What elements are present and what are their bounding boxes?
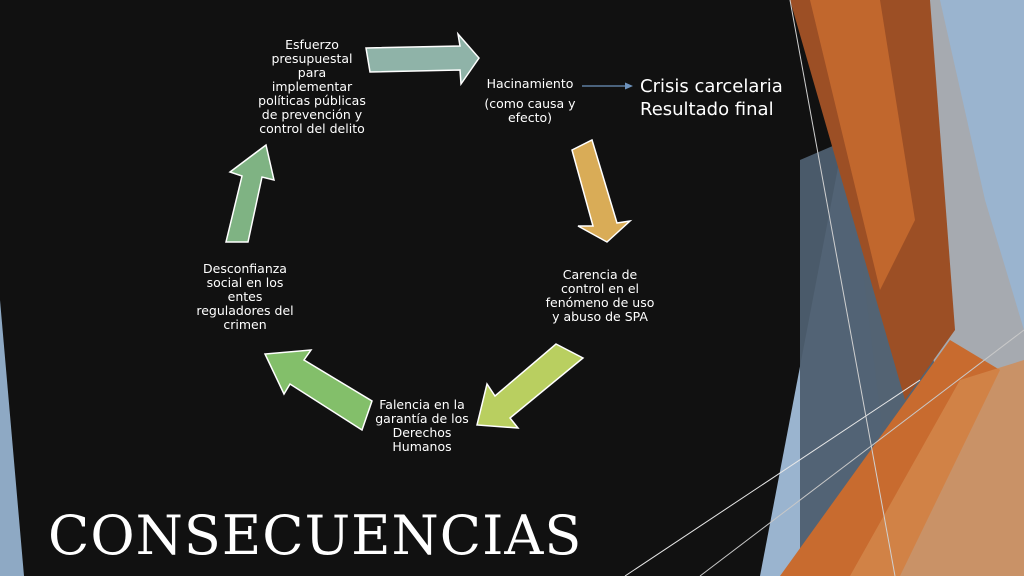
deco-line-2: [789, 0, 896, 576]
cycle-arrow-left: [225, 143, 276, 243]
node-carencia-de-control: Carencia de control en el fenómeno de us…: [545, 267, 655, 324]
deco-orange-mid: [810, 0, 915, 290]
result-connector-arrowhead: [625, 82, 633, 90]
node-falencia-derechos-humanos: Falencia en la garantía de los Derechos …: [375, 397, 469, 454]
deco-orange-bottom: [780, 340, 1000, 576]
deco-blue-left: [0, 300, 24, 576]
cycle-arrow-bottom-right: [476, 343, 585, 429]
slide-title: CONSECUENCIAS: [48, 504, 583, 567]
node-hacinamiento: Hacinamiento (como causa y efecto): [470, 63, 590, 139]
cycle-arrow-bottom-left: [263, 349, 373, 432]
cycle-arrow-top: [365, 31, 480, 87]
node-hacinamiento-title: Hacinamiento: [486, 76, 574, 91]
deco-line-1: [624, 379, 921, 576]
result-text: Crisis carcelaria Resultado final: [640, 76, 783, 120]
cycle-arrow-right: [571, 138, 633, 243]
deco-orange-light: [850, 360, 1024, 576]
deco-line-3: [699, 329, 1024, 576]
node-esfuerzo-presupuestal: Esfuerzo presupuestal para implementar p…: [258, 37, 366, 136]
node-hacinamiento-subtitle: (como causa y efecto): [484, 96, 576, 125]
node-desconfianza-social: Desconfianza social en los entes regulad…: [196, 261, 294, 332]
